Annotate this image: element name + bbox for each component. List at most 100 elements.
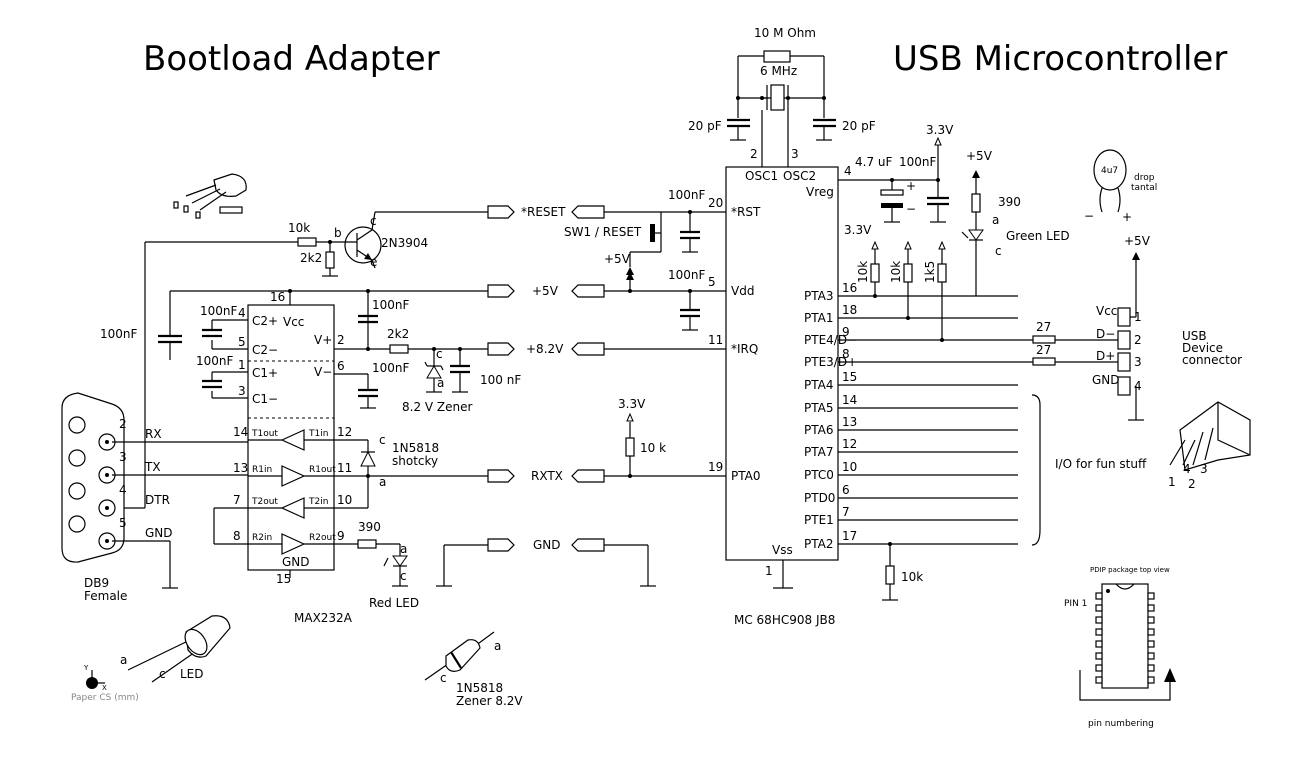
pdip-pin-left — [1095, 640, 1103, 648]
usb-pin-1-box — [1117, 307, 1131, 327]
max232-pin-3-name: C1− — [252, 392, 278, 406]
pdip-pin-left — [1095, 604, 1103, 612]
pdip-numbering-label: pin numbering — [1088, 719, 1154, 729]
max232-pin-10-name: T2in — [308, 497, 328, 507]
max232-gnd: GND — [282, 555, 310, 569]
svg-text:+: + — [906, 179, 916, 193]
v5-rst-label: +5V — [604, 252, 631, 266]
sw1-label: SW1 / RESET — [564, 225, 642, 239]
mcu-pin-20-num: 20 — [708, 196, 723, 210]
max232-pin-14-num: 14 — [233, 425, 248, 439]
r10k-a-label: 10k — [856, 261, 870, 283]
net-gnd-label: GND — [533, 538, 561, 552]
mcu-pin-5-num: 5 — [708, 275, 716, 289]
usb-pin-2-box — [1117, 330, 1131, 350]
max232-pin-8-num: 8 — [233, 529, 241, 543]
pdip-pin-right — [1147, 640, 1155, 648]
tantal-label-1: drop — [1134, 173, 1155, 183]
c47-label: 4.7 uF — [855, 155, 893, 169]
zener-a-label: a — [437, 376, 444, 390]
mcu-pin-13-num: 13 — [842, 415, 857, 429]
green-led-label: Green LED — [1006, 229, 1070, 243]
mcu-name: MC 68HC908 JB8 — [734, 613, 835, 627]
max232-name: MAX232A — [294, 611, 353, 625]
net-reset-label: *RESET — [521, 205, 566, 219]
zener-label: 8.2 V Zener — [402, 400, 473, 414]
green-led-a: a — [992, 213, 999, 227]
mcu-pin-6-num: 6 — [842, 483, 850, 497]
db9-pin-3-name: TX — [144, 460, 161, 474]
transistor-e: e — [370, 255, 377, 269]
max232-vminus-num: 6 — [337, 359, 345, 373]
max232-pin-10-num: 10 — [337, 493, 352, 507]
net-gnd-connector-right — [571, 538, 605, 552]
mcu-pin-vss-num: 1 — [765, 564, 773, 578]
max232-pin-4-num: 4 — [238, 306, 246, 320]
title-bootload-adapter: Bootload Adapter — [143, 39, 440, 79]
max232-pin-11-num: 11 — [337, 461, 352, 475]
mcu-pin-13-name: PTA6 — [804, 423, 833, 437]
net-v82-connector-right — [571, 342, 605, 356]
zener-c-label: c — [436, 347, 443, 361]
mcu-pin-8-num: 8 — [842, 347, 850, 361]
db9-pin-4-name: DTR — [145, 493, 170, 507]
pdip-pin-right — [1147, 664, 1155, 672]
db9-pin-3-num: 3 — [119, 450, 127, 464]
mcu-pin-11-name: *IRQ — [731, 342, 758, 356]
v33-pta0-label: 3.3V — [618, 397, 646, 411]
c100-c1-label: 100nF — [196, 354, 234, 368]
mcu-pin-vreg-num: 4 — [844, 164, 852, 178]
mcu-pin-10-name: PTC0 — [804, 468, 834, 482]
svg-text:+: + — [1122, 210, 1132, 224]
mcu-pin-15-name: PTA4 — [804, 378, 833, 392]
c100-dtr-label: 100nF — [100, 327, 138, 341]
mcu-pin-vreg-name: Vreg — [806, 185, 834, 199]
max232-pin-7-num: 7 — [233, 493, 241, 507]
cs-y-label: Y — [83, 664, 89, 672]
max232-pin-5-name: C2− — [252, 343, 278, 357]
r10k-base-label: 10k — [288, 221, 310, 235]
mcu-pin-16-num: 16 — [842, 281, 857, 295]
r-10m-label: 10 M Ohm — [754, 26, 816, 40]
r27b-label: 27 — [1036, 343, 1051, 357]
r10k-pta0-label: 10 k — [640, 441, 666, 455]
tantal-label-2: tantal — [1131, 183, 1157, 193]
max232-pin-13-num: 13 — [233, 461, 248, 475]
mcu-pin-15-num: 15 — [842, 370, 857, 384]
diode-sketch-label-1: 1N5818 — [456, 681, 503, 695]
net-v5-label: +5V — [532, 284, 559, 298]
tantal-value: 4u7 — [1101, 166, 1118, 176]
mcu-pin-10-num: 10 — [842, 460, 857, 474]
mcu-pin-osc1-name: OSC1 — [745, 169, 778, 183]
max232-pin-12-num: 12 — [337, 425, 352, 439]
usb-figure-pin-1: 1 — [1168, 475, 1176, 489]
pdip-pin-right — [1147, 616, 1155, 624]
r390-red-label: 390 — [358, 520, 381, 534]
mcu-pin-7-name: PTE1 — [804, 513, 834, 527]
max232-pin-9-num: 9 — [337, 529, 345, 543]
pdip-pin-left — [1095, 592, 1103, 600]
r2k2-base-label: 2k2 — [300, 251, 322, 265]
crystal-label: 6 MHz — [760, 64, 797, 78]
max232-pin-1-num: 1 — [238, 358, 246, 372]
c20b-label: 20 pF — [842, 119, 876, 133]
mcu-pin-19-num: 19 — [708, 460, 723, 474]
mcu-pin-6-name: PTD0 — [804, 491, 835, 505]
schottky-c: c — [379, 433, 386, 447]
pdip-pin-right — [1147, 676, 1155, 684]
v5-led-label: +5V — [966, 149, 993, 163]
mcu-pin-8-name: PTE3/D+ — [804, 355, 857, 369]
max232-vcc: Vcc — [283, 315, 304, 329]
c100-rst-label: 100nF — [668, 188, 706, 202]
net-rxtx-connector-left — [487, 469, 515, 483]
schottky-a: a — [379, 475, 386, 489]
usb-pin-1-num: 1 — [1134, 310, 1142, 324]
db9-label-2: Female — [84, 589, 127, 603]
max232-gnd-pin: 15 — [276, 572, 291, 586]
usb-pin-2-num: 2 — [1134, 333, 1142, 347]
usb-pin-4-name: GND — [1092, 373, 1120, 387]
usb-figure-pin-3: 3 — [1200, 462, 1208, 476]
mcu-pin-17-num: 17 — [842, 529, 857, 543]
usb-figure-pin-4: 4 — [1183, 462, 1191, 476]
led-sketch-a: a — [120, 653, 127, 667]
